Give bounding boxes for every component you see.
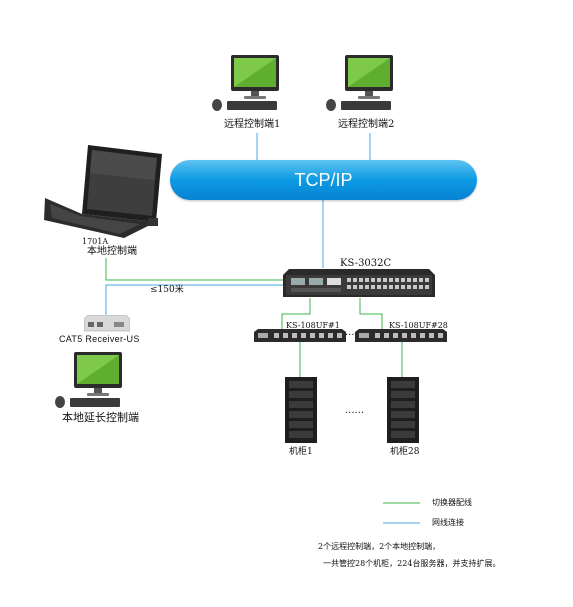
local-console-link [105, 258, 290, 281]
receiver-link [105, 284, 290, 316]
extended-console-label: 本地延长控制端 [62, 411, 139, 424]
rack-1-icon [285, 377, 317, 443]
sub-switch-1-icon [254, 329, 346, 342]
rack-1-label: 机柜1 [289, 447, 313, 457]
legend-network-cable-label: 网线连接 [432, 518, 464, 527]
local-console-model: 1701A [82, 237, 109, 246]
sub-switch-28-icon [355, 329, 447, 342]
cable-distance-label: ≤150米 [150, 285, 184, 295]
remote-console-1-icon [212, 55, 279, 111]
local-console-label: 本地控制端 [87, 246, 137, 257]
legend-switch-cable-label: 切换器配线 [432, 498, 472, 507]
sub-switch-28-link [359, 298, 383, 330]
note-line-1: 2个远程控制端，2个本地控制端， [318, 542, 441, 551]
kvm-switch-icon [283, 269, 435, 297]
remote-console-2-label: 远程控制端2 [338, 119, 395, 130]
tcpip-network-label: TCP/IP [294, 170, 353, 190]
rack-28-icon [387, 377, 419, 443]
note-line-2: 一共管控28个机柜，224台服务器，并支持扩展。 [323, 559, 501, 568]
extended-console-icon [55, 352, 122, 408]
remote-console-1-label: 远程控制端1 [224, 119, 281, 130]
local-console-lcd-drawer-icon [44, 145, 162, 238]
remote-console-2-icon [326, 55, 393, 111]
sub-switch-28-model: KS-108UF#28 [389, 321, 448, 330]
sub-switch-1-model: KS-108UF#1 [286, 321, 340, 330]
receiver-model: CAT5 Receiver-US [59, 334, 140, 344]
sub-switch-1-link [281, 298, 311, 330]
rack-28-label: 机柜28 [390, 447, 420, 457]
cat5-receiver-icon [84, 315, 130, 332]
tcpip-network-band [170, 160, 477, 200]
kvm-switch-model: KS-3032C [340, 258, 392, 269]
sub-switch-ellipsis: ··· [345, 330, 355, 341]
racks-ellipsis: ...... [345, 405, 365, 416]
